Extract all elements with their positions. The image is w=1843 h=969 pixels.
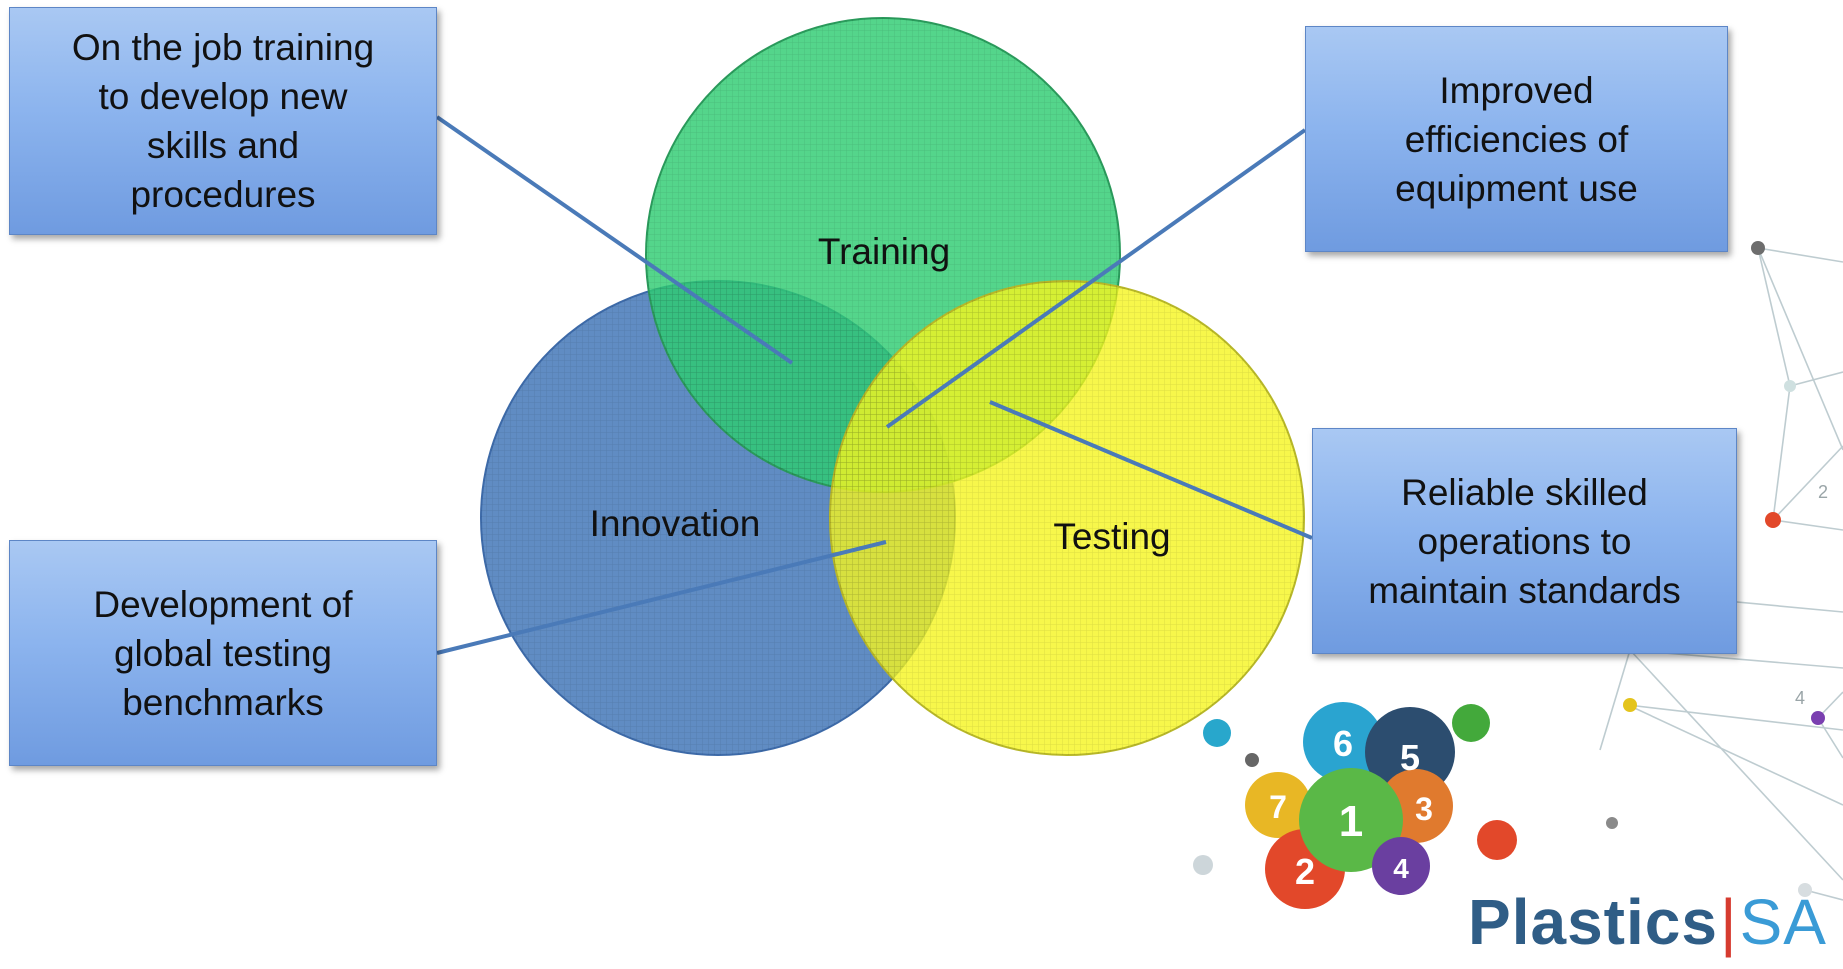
logo-ball-label: 2 [1295, 851, 1315, 892]
connector-right [989, 400, 1313, 540]
callout-right-text: Reliable skilled operations to maintain … [1368, 471, 1681, 611]
callout-top-right-text: Improved efficiencies of equipment use [1395, 69, 1638, 209]
brand-suffix: SA [1739, 886, 1827, 958]
logo-ball-6 [1303, 702, 1383, 782]
network-node [1751, 241, 1765, 255]
network-node [1606, 817, 1618, 829]
network-node [1811, 711, 1825, 725]
logo-graphic: 6 5 7 1 3 2 4 [1193, 702, 1517, 909]
logo-ball-small [1193, 855, 1213, 875]
connector-top-left [435, 115, 794, 365]
logo-ball-label: 6 [1333, 723, 1353, 764]
logo-ball-small [1203, 719, 1231, 747]
logo-ball-1 [1299, 768, 1403, 872]
network-nodes [1606, 241, 1825, 897]
logo-ball-label: 4 [1393, 853, 1409, 884]
venn-diagram [480, 17, 1305, 756]
brand-separator: | [1719, 886, 1738, 958]
venn-label-training: Training [817, 231, 951, 272]
network-node [1798, 883, 1812, 897]
network-label: 2 [1818, 482, 1828, 502]
callout-bottom-left: Development of global testing benchmarks [9, 540, 437, 766]
logo-ball-small [1245, 753, 1259, 767]
callout-bottom-left-text: Development of global testing benchmarks [93, 583, 353, 723]
connector-lines [435, 115, 1313, 655]
logo-ball-7 [1245, 772, 1311, 838]
logo-ball-label: 7 [1269, 789, 1287, 825]
network-graphic [1599, 247, 1843, 901]
callout-top-right: Improved efficiencies of equipment use [1305, 26, 1728, 252]
callout-top-left: On the job training to develop new skill… [9, 7, 437, 235]
logo-ball-small [1477, 820, 1517, 860]
network-node [1784, 380, 1796, 392]
logo-ball-label: 3 [1415, 791, 1433, 827]
connector-bottom-left [436, 540, 887, 655]
network-node [1623, 698, 1637, 712]
logo-ball-4 [1372, 837, 1430, 895]
logo-ball-label: 1 [1339, 797, 1363, 846]
venn-label-innovation: Innovation [589, 503, 761, 544]
brand-logo: Plastics|SA [1468, 885, 1827, 959]
brand-name: Plastics [1468, 886, 1718, 958]
venn-label-testing: Testing [1053, 516, 1171, 557]
callout-right: Reliable skilled operations to maintain … [1312, 428, 1737, 654]
network-node [1765, 512, 1781, 528]
network-label: 4 [1795, 688, 1805, 708]
callout-top-left-text: On the job training to develop new skill… [71, 27, 375, 215]
logo-ball-small [1452, 704, 1490, 742]
logo-ball-label: 5 [1400, 737, 1420, 778]
connector-top-right [885, 128, 1307, 429]
